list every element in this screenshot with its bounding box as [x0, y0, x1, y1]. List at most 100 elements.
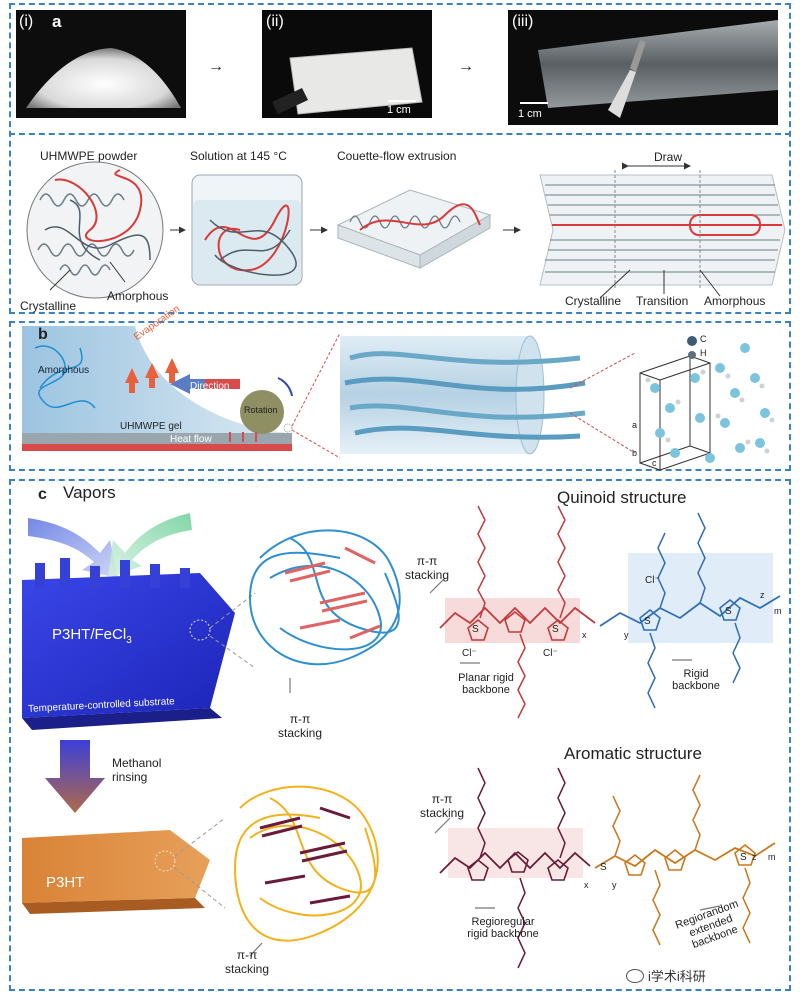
drawn-fiber-schematic — [539, 162, 786, 290]
cl-label-2: Cl⁻ — [543, 648, 558, 659]
pi-stack-label-4: π-π stacking — [224, 948, 270, 976]
panel-a-schematic — [26, 161, 786, 299]
crystalline2-label: Crystalline — [565, 294, 622, 308]
arrow-1-icon: → — [208, 58, 224, 75]
doped-film — [22, 558, 235, 730]
s-label-3: S — [644, 616, 651, 627]
scale-text-ii: 1 cm — [387, 104, 411, 116]
planar-backbone-label: Planar rigid backbone — [458, 672, 514, 696]
sub-z-label: z — [760, 590, 765, 600]
doped-chain-tangle — [248, 529, 401, 666]
legend-c-label: C — [700, 334, 707, 344]
regioregular-label: Regioregular rigid backbone — [467, 916, 539, 940]
step-solution-label: Solution at 145 °C — [190, 149, 287, 163]
s-label-6: S — [740, 852, 747, 863]
amorphous-b-label: Amorphous — [38, 365, 90, 376]
photo-i-label: (i) — [19, 13, 34, 30]
film-bottom-label: P3HT — [46, 874, 85, 891]
wechat-icon — [626, 968, 644, 983]
step-powder-label: UHMWPE powder — [40, 149, 138, 163]
watermark: i学术i科研 — [626, 966, 706, 985]
arrow-2-icon: → — [458, 58, 474, 75]
scale-text-iii: 1 cm — [518, 108, 542, 120]
sub-y-label-2: y — [612, 880, 617, 890]
heat-flow-arrows-icon — [229, 432, 257, 442]
evaporation-arrows-icon — [125, 358, 179, 393]
transparent-fiber-image — [538, 20, 778, 118]
amorphous-label: Amorphous — [107, 289, 169, 303]
cl-label-1: Cl⁻ — [462, 648, 477, 659]
s-label-1: S — [472, 624, 479, 635]
amorphous2-label: Amorphous — [704, 294, 766, 308]
rotation-roller — [240, 390, 284, 434]
panel-a — [9, 3, 791, 314]
undoped-chain-tangle — [233, 785, 379, 942]
s-label-4: S — [725, 606, 732, 617]
sub-z-label-2: z — [752, 852, 757, 862]
quinoid-structure — [439, 505, 781, 719]
direction-arrow-icon — [170, 374, 240, 394]
film-top-sub: 3 — [126, 635, 132, 646]
vapors-label: Vapors — [63, 483, 116, 502]
crystalline-label: Crystalline — [20, 299, 77, 313]
sub-m-label-2: m — [768, 852, 776, 862]
panel-b-schematic — [22, 326, 775, 471]
lattice-hydrogen — [645, 369, 775, 454]
direction-label: Direction — [190, 381, 230, 392]
legend-h-label: H — [700, 348, 707, 358]
rotation-label: Rotation — [244, 405, 278, 415]
panel-c-schematic — [22, 505, 781, 969]
axis-a-label: a — [632, 420, 638, 430]
s-label-2: S — [552, 624, 559, 635]
methanol-label: Methanol rinsing — [112, 756, 162, 784]
draw-label: Draw — [654, 150, 683, 164]
gel-label: UHMWPE gel — [120, 421, 182, 432]
extrusion-slab — [336, 189, 492, 269]
film-photo — [262, 10, 432, 118]
photo-ii-label: (ii) — [266, 13, 284, 30]
powder-pile-image — [26, 48, 181, 108]
pi-stack-label-1: π-π stacking — [404, 554, 450, 582]
sub-m-label: m — [774, 606, 782, 616]
legend-hydrogen-icon — [688, 351, 696, 359]
fiber-cylinder — [340, 335, 586, 455]
sub-x-label: x — [582, 630, 587, 640]
powder-circle — [26, 161, 164, 299]
gel-region — [22, 326, 292, 451]
transition-label: Transition — [636, 294, 689, 308]
pi-stack-label-3: π-π stacking — [419, 792, 465, 820]
watermark-text: i学术i科研 — [648, 969, 706, 984]
step-extrusion-label: Couette-flow extrusion — [337, 149, 457, 163]
scale-bar-ii — [388, 100, 416, 102]
film-top-text: P3HT/FeCl — [52, 626, 127, 643]
panel-b-letter: b — [38, 326, 48, 343]
scale-bar-iii — [520, 102, 548, 104]
stacking-arrows-icon — [249, 577, 721, 957]
aromatic-title: Aromatic structure — [564, 744, 702, 763]
rinse-arrow-icon — [45, 740, 105, 813]
powder-photo — [16, 10, 186, 118]
pi-stack-label-2: π-π stacking — [277, 712, 323, 740]
panel-b — [9, 321, 791, 471]
film-top-label: P3HT/FeCl3 — [52, 626, 132, 646]
quinoid-title: Quinoid structure — [557, 488, 687, 507]
sub-x-label-2: x — [584, 880, 589, 890]
rotation-arrow-icon — [277, 377, 293, 397]
panel-c-letter: c — [38, 486, 47, 503]
sub-y-label: y — [624, 630, 629, 640]
panel-a-letter: a — [52, 12, 62, 31]
lattice-atoms — [650, 343, 770, 463]
heat-flow-label: Heat flow — [170, 434, 212, 445]
fiber-photo — [508, 10, 778, 125]
crystal-lattice — [639, 355, 711, 471]
s-label-5: S — [600, 862, 607, 873]
cl-label-3: Cl⁻ — [645, 575, 660, 586]
legend-carbon-icon — [687, 336, 697, 346]
film-strip-image — [272, 47, 423, 115]
rigid-backbone-label: Rigid backbone — [672, 668, 720, 692]
panel-a-divider — [9, 133, 791, 135]
axis-b-label: b — [632, 448, 638, 458]
beaker-drawing — [191, 174, 303, 286]
axis-c-label: c — [652, 458, 657, 468]
aromatic-structure — [439, 767, 776, 969]
